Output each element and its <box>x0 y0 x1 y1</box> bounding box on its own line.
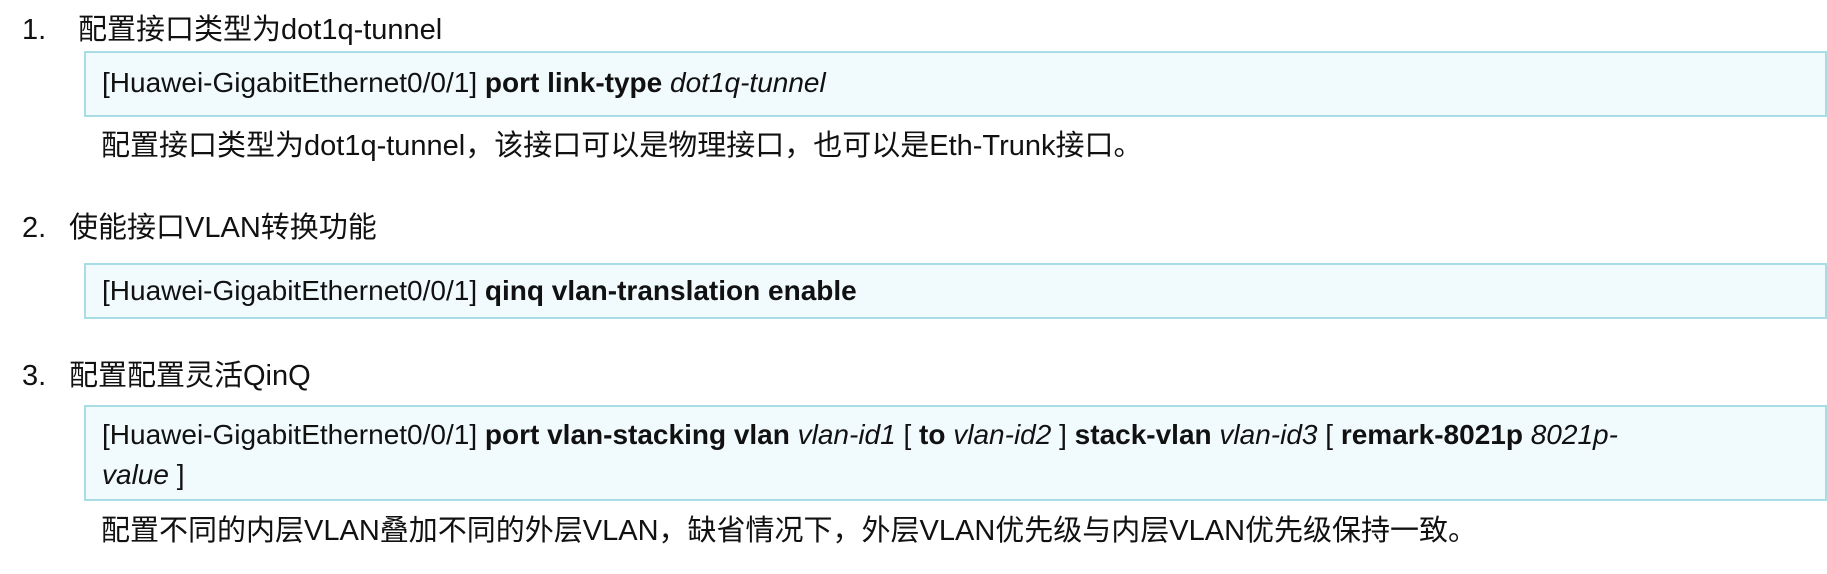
command-argument: value <box>102 459 169 490</box>
optional-bracket-open: [ <box>1325 419 1334 450</box>
optional-bracket-open: [ <box>903 419 912 450</box>
command-argument: vlan-id3 <box>1219 419 1318 450</box>
command-line-2: value ] <box>102 455 1825 495</box>
step-1-heading: 1. 配置接口类型为dot1q-tunnel <box>22 11 442 49</box>
command-argument: vlan-id2 <box>953 419 1052 450</box>
optional-bracket-close: ] <box>176 459 185 490</box>
step-3-title: 配置配置灵活QinQ <box>69 360 311 392</box>
command-keyword: port link-type <box>484 67 663 98</box>
optional-bracket-close: ] <box>1059 419 1067 450</box>
command-prompt: [Huawei-GigabitEthernet0/0/1] <box>102 67 478 98</box>
step-3-command-box: [Huawei-GigabitEthernet0/0/1] port vlan-… <box>84 405 1827 501</box>
command-argument: dot1q-tunnel <box>670 67 826 98</box>
step-2-title: 使能接口VLAN转换功能 <box>69 212 377 244</box>
command-keyword: stack-vlan <box>1074 419 1212 450</box>
command-prompt: [Huawei-GigabitEthernet0/0/1] <box>102 275 478 306</box>
command-keyword: remark-8021p <box>1340 419 1523 450</box>
command-prompt: [Huawei-GigabitEthernet0/0/1] <box>102 419 478 450</box>
step-1-description: 配置接口类型为dot1q-tunnel，该接口可以是物理接口，也可以是Eth-T… <box>101 130 1143 162</box>
command-argument: 8021p- <box>1530 419 1618 450</box>
step-2-number: 2. <box>22 212 47 244</box>
command-line-1: [Huawei-GigabitEthernet0/0/1] port vlan-… <box>102 415 1825 455</box>
command-argument: vlan-id1 <box>797 419 896 450</box>
command-keyword: qinq vlan-translation enable <box>484 275 857 306</box>
command-keyword: port vlan-stacking vlan <box>484 419 790 450</box>
command-keyword: to <box>919 419 946 450</box>
step-1-title: 配置接口类型为dot1q-tunnel <box>78 14 443 46</box>
step-2-heading: 2. 使能接口VLAN转换功能 <box>22 209 377 247</box>
step-3-number: 3. <box>22 360 47 392</box>
step-3-description: 配置不同的内层VLAN叠加不同的外层VLAN，缺省情况下，外层VLAN优先级与内… <box>101 515 1478 547</box>
step-2-command-box: [Huawei-GigabitEthernet0/0/1] qinq vlan-… <box>84 263 1827 319</box>
step-1-number: 1. <box>22 14 47 46</box>
step-3-heading: 3. 配置配置灵活QinQ <box>22 357 311 395</box>
step-1-command-box: [Huawei-GigabitEthernet0/0/1] port link-… <box>84 51 1827 117</box>
